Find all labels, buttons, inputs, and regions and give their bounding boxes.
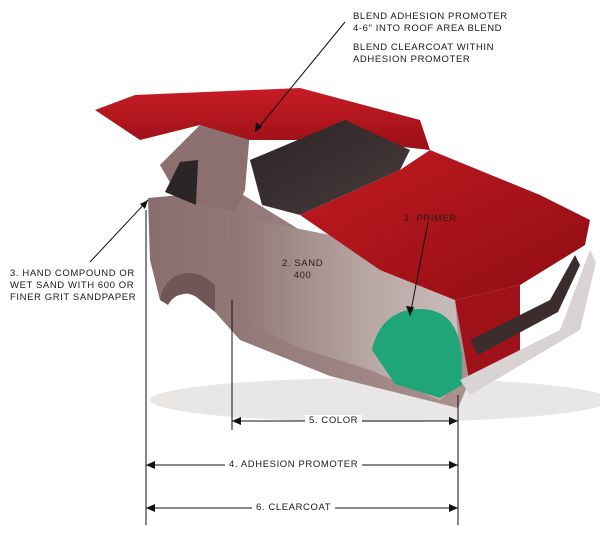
callout-hand-compound-line2: WET SAND WITH 600 OR	[10, 280, 135, 291]
callout-blend-clearcoat-line1: BLEND CLEARCOAT WITHIN	[353, 42, 495, 53]
ground-shadow	[150, 378, 600, 422]
arrow-clearcoat-left	[146, 504, 155, 512]
callout-blend-clearcoat: BLEND CLEARCOAT WITHIN ADHESION PROMOTER	[353, 42, 494, 66]
grille	[470, 255, 580, 355]
front-bumper	[460, 250, 596, 395]
callout-hand-compound-line3: FINER GRIT SANDPAPER	[10, 292, 137, 303]
rear-wheel-arch	[160, 273, 215, 312]
leader-blend-adhesion	[254, 21, 346, 133]
callout-sand-line1: 2. SAND	[282, 258, 324, 269]
callout-hand-compound: 3. HAND COMPOUND OR WET SAND WITH 600 OR…	[10, 268, 136, 304]
callout-sand-line2: 400	[293, 270, 312, 281]
windshield	[250, 120, 410, 215]
callout-blend-adhesion-line2: 4-6" INTO ROOF AREA BLEND	[353, 23, 503, 34]
arrow-primer	[406, 306, 414, 316]
hood	[300, 150, 590, 300]
callout-sand: 2. SAND 400	[282, 258, 323, 282]
arrow-blend	[255, 122, 262, 132]
arrow-adhesion-left	[146, 461, 155, 469]
arrow-hand-compound	[140, 200, 148, 209]
callout-primer: 1. PRIMER	[404, 213, 457, 225]
primer-spot	[372, 309, 462, 398]
arrow-adhesion-right	[449, 461, 458, 469]
rear-quarter-window	[165, 160, 198, 205]
callout-primer-text: 1. PRIMER	[404, 213, 457, 224]
front-fender	[330, 235, 520, 385]
arrow-color-right	[449, 417, 458, 425]
leader-hand-compound	[89, 199, 149, 263]
leader-primer	[409, 221, 429, 317]
callout-hand-compound-line1: 3. HAND COMPOUND OR	[10, 268, 135, 279]
dim-label-color: 5. COLOR	[305, 415, 363, 427]
callout-blend-adhesion-line1: BLEND ADHESION PROMOTER	[353, 11, 508, 22]
arrow-clearcoat-right	[449, 504, 458, 512]
arrowheads	[140, 122, 458, 512]
arrow-color-left	[232, 417, 241, 425]
dim-label-adhesion-promoter: 4. ADHESION PROMOTER	[225, 459, 363, 471]
dim-label-clearcoat: 6. CLEARCOAT	[252, 502, 336, 514]
callout-blend-clearcoat-line2: ADHESION PROMOTER	[353, 54, 471, 65]
callout-blend-adhesion: BLEND ADHESION PROMOTER 4-6" INTO ROOF A…	[353, 11, 508, 35]
